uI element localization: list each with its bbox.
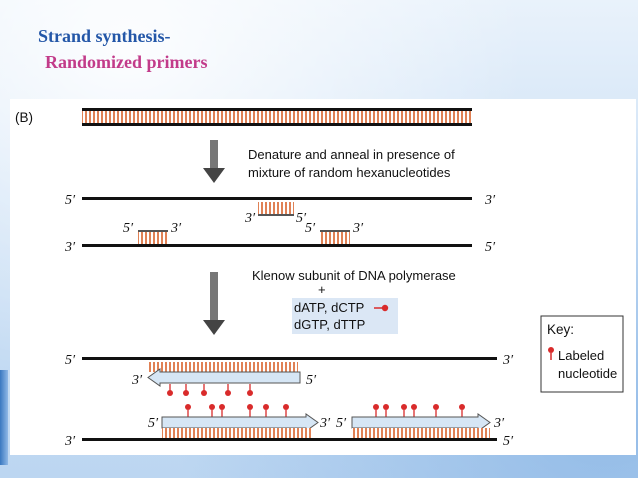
step1-arrow — [203, 140, 225, 183]
figure-panel — [10, 99, 636, 455]
key-text-line1: Labeled — [558, 348, 604, 363]
key-box: Key: Labeled nucleotide — [540, 315, 624, 393]
key-label-icon — [548, 347, 554, 353]
strand4-3prime: 3′ — [64, 434, 76, 449]
labeled-nucleotide-marker — [374, 304, 389, 312]
strand4-5prime: 5′ — [503, 434, 514, 449]
product1-3prime: 3′ — [131, 373, 143, 388]
primer3-5prime: 5′ — [305, 221, 316, 236]
product3-3prime: 3′ — [493, 416, 505, 431]
ntp-line1: dATP, dCTP — [294, 300, 364, 315]
primer3-3prime: 3′ — [352, 221, 364, 236]
product2-5prime: 5′ — [148, 416, 159, 431]
ntp-line2: dGTP, dTTP — [294, 317, 365, 332]
product3-5prime: 5′ — [336, 416, 347, 431]
labeled-nucleotides-product3 — [373, 404, 465, 417]
ntp-box — [292, 298, 398, 334]
step2-plus: + — [318, 282, 326, 297]
key-text-line2: nucleotide — [558, 366, 617, 381]
strand3-5prime: 5′ — [65, 353, 76, 368]
labeled-nucleotides-product1 — [167, 384, 253, 396]
primer2-3prime: 3′ — [170, 221, 182, 236]
slide-subtitle: Randomized primers — [45, 52, 208, 72]
strand1-3prime: 3′ — [484, 193, 496, 208]
strand2-5prime: 5′ — [485, 240, 496, 255]
annealed-strands: 5′ 3′ 3′ 5′ 5′ 3′ 5′ 3′ 3′ 5′ — [64, 193, 496, 255]
strand2-3prime: 3′ — [64, 240, 76, 255]
panel-label: (B) — [15, 110, 33, 125]
labeled-nucleotides-product2 — [185, 404, 289, 417]
key-title: Key: — [547, 322, 574, 337]
primer1-3prime: 3′ — [244, 211, 256, 226]
decorative-band — [0, 370, 8, 465]
step2-arrow — [203, 272, 225, 335]
step1-text-line1: Denature and anneal in presence of — [248, 147, 455, 162]
step1-text-line2: mixture of random hexanucleotides — [248, 165, 451, 180]
product1-5prime: 5′ — [306, 373, 317, 388]
double-stranded-dna — [82, 108, 472, 126]
product2-3prime: 3′ — [319, 416, 331, 431]
slide-title: Strand synthesis- — [38, 26, 171, 46]
strand1-5prime: 5′ — [65, 193, 76, 208]
synthesis-products: 5′ 3′ 3′ 5′ 5′ 3′ — [64, 353, 514, 449]
strand3-3prime: 3′ — [502, 353, 514, 368]
primer1-5prime: 5′ — [296, 211, 307, 226]
step2-text-line1: Klenow subunit of DNA polymerase — [252, 268, 456, 283]
primer2-5prime: 5′ — [123, 221, 134, 236]
